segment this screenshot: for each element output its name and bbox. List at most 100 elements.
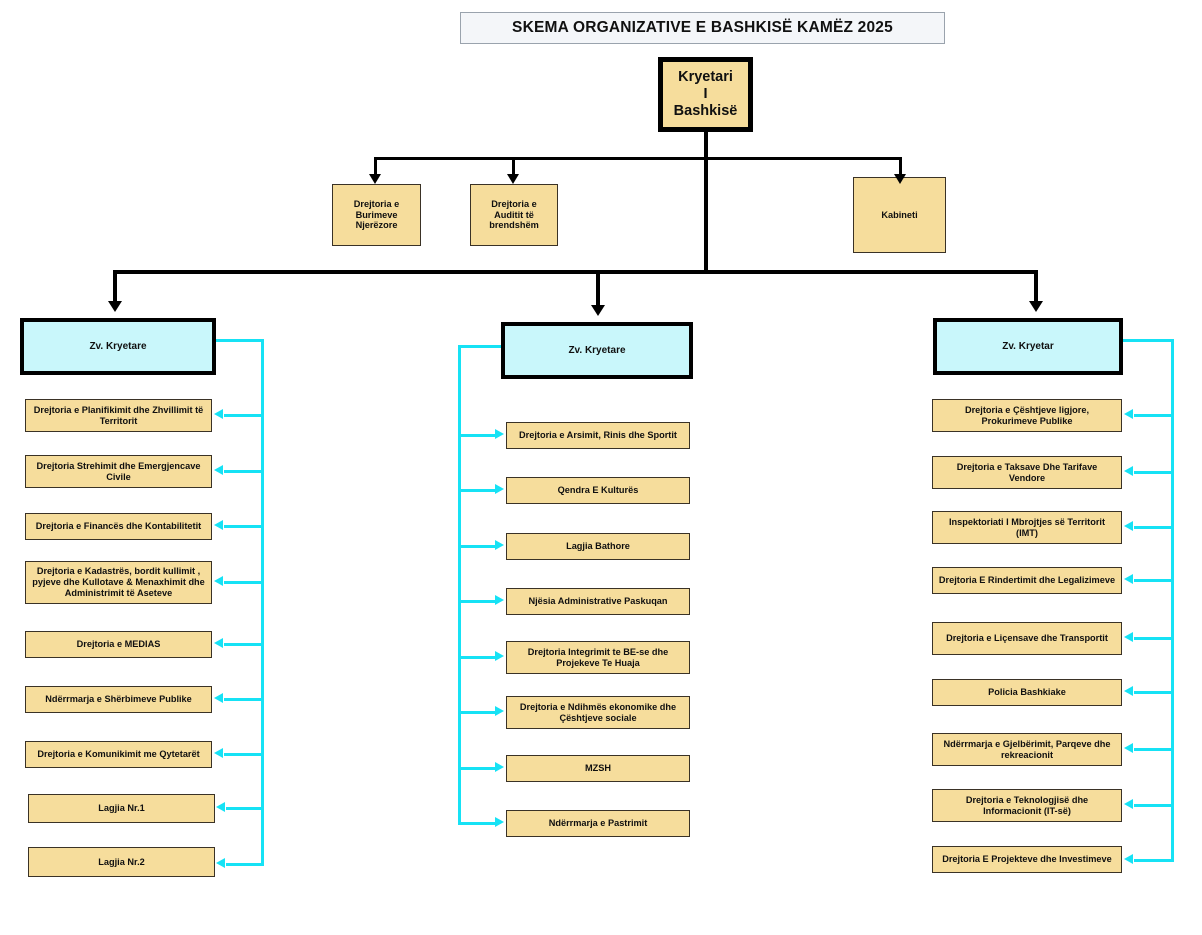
node-col2-item-5[interactable]: Policia Bashkiake bbox=[932, 679, 1122, 706]
connector-root-stem bbox=[704, 132, 708, 159]
node-col0-item-7[interactable]: Lagjia Nr.1 bbox=[28, 794, 215, 823]
node-label: Drejtoria e Ndihmës ekonomike dhe Çështj… bbox=[519, 701, 677, 723]
cyan-branch-2-2 bbox=[1134, 526, 1173, 529]
node-col0-item-1[interactable]: Drejtoria Strehimit dhe Emergjencave Civ… bbox=[25, 455, 212, 488]
node-label: Lagjia Nr.1 bbox=[98, 803, 145, 814]
node-label: Inspektoriati I Mbrojtjes së Territorit … bbox=[948, 516, 1106, 538]
arrowhead-deputy-3 bbox=[1029, 301, 1043, 312]
node-label: Drejtoria e Arsimit, Rinis dhe Sportit bbox=[519, 430, 677, 441]
cyan-bus-vertical-1 bbox=[458, 345, 461, 824]
cyan-branch-2-4 bbox=[1134, 637, 1173, 640]
node-label: Ndërrmarja e Pastrimit bbox=[548, 818, 648, 829]
cyan-bus-head-2 bbox=[1123, 339, 1173, 342]
arrowhead-deputy-2 bbox=[591, 305, 605, 316]
cyan-branch-2-0 bbox=[1134, 414, 1173, 417]
node-col2-item-7[interactable]: Drejtoria e Teknologjisë dhe Informacion… bbox=[932, 789, 1122, 822]
node-label: Lagjia Nr.2 bbox=[98, 856, 145, 867]
arrowhead-staff-1 bbox=[369, 174, 381, 184]
cyan-arrowhead-1-6 bbox=[495, 762, 504, 772]
cyan-arrowhead-2-5 bbox=[1124, 686, 1133, 696]
node-col1-item-5[interactable]: Drejtoria e Ndihmës ekonomike dhe Çështj… bbox=[506, 696, 690, 729]
cyan-arrowhead-0-2 bbox=[214, 520, 223, 530]
node-col1-item-3[interactable]: Njësia Administrative Paskuqan bbox=[506, 588, 690, 615]
cyan-arrowhead-0-8 bbox=[216, 858, 225, 868]
cyan-arrowhead-1-4 bbox=[495, 651, 504, 661]
cyan-branch-1-5 bbox=[458, 711, 496, 714]
node-label: Drejtoria Strehimit dhe Emergjencave Civ… bbox=[36, 460, 201, 482]
node-col0-item-2[interactable]: Drejtoria e Financës dhe Kontabilitetit bbox=[25, 513, 212, 540]
cyan-branch-2-7 bbox=[1134, 804, 1173, 807]
cyan-arrowhead-1-7 bbox=[495, 817, 504, 827]
node-col2-item-3[interactable]: Drejtoria E Rindertimit dhe Legalizimeve bbox=[932, 567, 1122, 594]
node-col0-item-3[interactable]: Drejtoria e Kadastrës, bordit kullimit ,… bbox=[25, 561, 212, 604]
node-label: Kabineti bbox=[881, 209, 918, 220]
node-label: Drejtoria e MEDIAS bbox=[76, 639, 161, 650]
connector-staff-drop-1 bbox=[374, 157, 377, 177]
node-col2-item-4[interactable]: Drejtoria e Liçensave dhe Transportit bbox=[932, 622, 1122, 655]
node-label: Qendra E Kulturës bbox=[557, 485, 639, 496]
cyan-arrowhead-2-4 bbox=[1124, 632, 1133, 642]
node-staff-1[interactable]: Drejtoria e Auditit të brendshëm bbox=[470, 184, 558, 246]
node-label: Ndërrmarja e Gjelbërimit, Parqeve dhe re… bbox=[943, 738, 1111, 760]
node-label: Njësia Administrative Paskuqan bbox=[528, 596, 668, 607]
node-col0-item-5[interactable]: Ndërrmarja e Shërbimeve Publike bbox=[25, 686, 212, 713]
node-col0-item-4[interactable]: Drejtoria e MEDIAS bbox=[25, 631, 212, 658]
cyan-bus-head-1 bbox=[458, 345, 503, 348]
node-staff-2[interactable]: Kabineti bbox=[853, 177, 946, 253]
node-col1-item-6[interactable]: MZSH bbox=[506, 755, 690, 782]
cyan-arrowhead-0-5 bbox=[214, 693, 223, 703]
node-kryetari-i-bashkise[interactable]: Kryetari I Bashkisë bbox=[658, 57, 753, 132]
node-staff-0[interactable]: Drejtoria e Burimeve Njerëzore bbox=[332, 184, 421, 246]
arrowhead-staff-2 bbox=[507, 174, 519, 184]
node-deputy-1[interactable]: Zv. Kryetare bbox=[501, 322, 693, 379]
cyan-branch-1-3 bbox=[458, 600, 496, 603]
cyan-arrowhead-0-1 bbox=[214, 465, 223, 475]
cyan-branch-2-8 bbox=[1134, 859, 1173, 862]
node-label: Lagjia Bathore bbox=[566, 541, 630, 552]
cyan-arrowhead-2-2 bbox=[1124, 521, 1133, 531]
cyan-branch-0-7 bbox=[226, 807, 263, 810]
cyan-branch-1-6 bbox=[458, 767, 496, 770]
node-label: Drejtoria e Liçensave dhe Transportit bbox=[946, 633, 1108, 644]
node-col1-item-0[interactable]: Drejtoria e Arsimit, Rinis dhe Sportit bbox=[506, 422, 690, 449]
node-deputy-0[interactable]: Zv. Kryetare bbox=[20, 318, 216, 375]
node-col2-item-8[interactable]: Drejtoria E Projekteve dhe Investimeve bbox=[932, 846, 1122, 873]
connector-deputy-drop-1 bbox=[113, 270, 117, 304]
cyan-arrowhead-1-5 bbox=[495, 706, 504, 716]
cyan-arrowhead-1-0 bbox=[495, 429, 504, 439]
arrowhead-staff-3 bbox=[894, 174, 906, 184]
node-deputy-2[interactable]: Zv. Kryetar bbox=[933, 318, 1123, 375]
cyan-arrowhead-2-1 bbox=[1124, 466, 1133, 476]
node-col2-item-6[interactable]: Ndërrmarja e Gjelbërimit, Parqeve dhe re… bbox=[932, 733, 1122, 766]
node-col1-item-1[interactable]: Qendra E Kulturës bbox=[506, 477, 690, 504]
cyan-branch-0-3 bbox=[224, 581, 263, 584]
node-col0-item-8[interactable]: Lagjia Nr.2 bbox=[28, 847, 215, 877]
node-col2-item-2[interactable]: Inspektoriati I Mbrojtjes së Territorit … bbox=[932, 511, 1122, 544]
node-label: Drejtoria e Auditit të brendshëm bbox=[489, 198, 539, 231]
connector-staff-bus bbox=[374, 157, 902, 160]
node-label: Drejtoria Integrimit te BE-se dhe Projek… bbox=[527, 646, 669, 668]
cyan-branch-0-1 bbox=[224, 470, 263, 473]
cyan-arrowhead-0-6 bbox=[214, 748, 223, 758]
node-col2-item-0[interactable]: Drejtoria e Çështjeve ligjore, Prokurime… bbox=[932, 399, 1122, 432]
node-col1-item-2[interactable]: Lagjia Bathore bbox=[506, 533, 690, 560]
node-label: Drejtoria e Burimeve Njerëzore bbox=[353, 198, 400, 231]
cyan-branch-2-5 bbox=[1134, 691, 1173, 694]
node-col2-item-1[interactable]: Drejtoria e Taksave Dhe Tarifave Vendore bbox=[932, 456, 1122, 489]
node-col0-item-0[interactable]: Drejtoria e Planifikimit dhe Zhvillimit … bbox=[25, 399, 212, 432]
cyan-bus-vertical-0 bbox=[261, 339, 264, 866]
cyan-arrowhead-2-6 bbox=[1124, 743, 1133, 753]
connector-root-trunk bbox=[704, 158, 708, 272]
cyan-arrowhead-1-3 bbox=[495, 595, 504, 605]
cyan-arrowhead-2-8 bbox=[1124, 854, 1133, 864]
node-col1-item-4[interactable]: Drejtoria Integrimit te BE-se dhe Projek… bbox=[506, 641, 690, 674]
cyan-arrowhead-1-1 bbox=[495, 484, 504, 494]
node-col1-item-7[interactable]: Ndërrmarja e Pastrimit bbox=[506, 810, 690, 837]
arrowhead-deputy-1 bbox=[108, 301, 122, 312]
node-col0-item-6[interactable]: Drejtoria e Komunikimit me Qytetarët bbox=[25, 741, 212, 768]
chart-title-banner: SKEMA ORGANIZATIVE E BASHKISË KAMËZ 2025 bbox=[460, 12, 945, 44]
cyan-branch-0-5 bbox=[224, 698, 263, 701]
connector-staff-drop-2 bbox=[512, 157, 515, 177]
node-label: Ndërrmarja e Shërbimeve Publike bbox=[45, 694, 192, 705]
